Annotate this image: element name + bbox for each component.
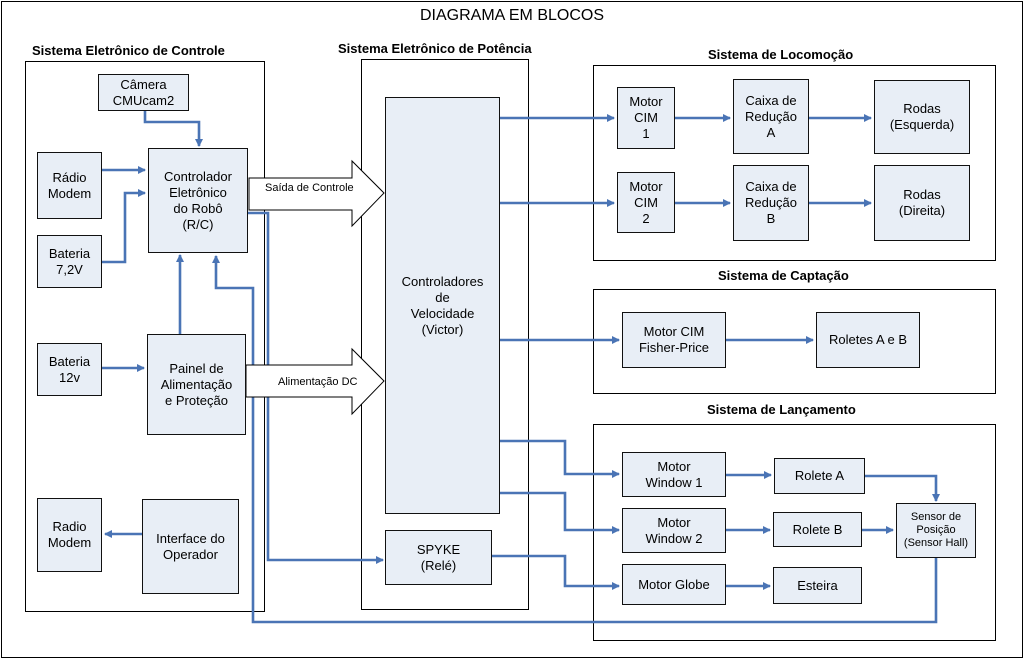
fat-arrow-saida-controle xyxy=(248,159,385,228)
block-controladores-velocidade: Controladores de Velocidade (Victor) xyxy=(385,97,500,514)
fat-arrow-alimentacao-dc xyxy=(245,347,385,416)
wire-sensor-feedback xyxy=(212,255,938,624)
block-interface-operador: Interface do Operador xyxy=(142,499,239,594)
section-title-locomocao: Sistema de Locomoção xyxy=(708,47,854,62)
block-radio-modem-in: Rádio Modem xyxy=(37,152,102,219)
wire-camera-controlador xyxy=(143,111,203,147)
block-rodas-esquerda: Rodas (Esquerda) xyxy=(874,80,970,154)
block-esteira: Esteira xyxy=(773,567,862,604)
block-sensor-posicao: Sensor de Posição (Sensor Hall) xyxy=(896,503,976,558)
block-camera: Câmera CMUcam2 xyxy=(98,74,189,111)
block-motor-window-1: Motor Window 1 xyxy=(622,452,726,497)
block-rodas-direita: Rodas (Direita) xyxy=(874,165,970,241)
block-bateria-12v: Bateria 12v xyxy=(37,343,102,396)
block-spyke: SPYKE (Relé) xyxy=(385,530,492,585)
block-motor-cim-1: Motor CIM 1 xyxy=(617,87,675,149)
wire-roletea-sensor xyxy=(865,474,940,502)
wire-victor-window2 xyxy=(500,491,620,534)
block-motor-cim-2: Motor CIM 2 xyxy=(617,172,675,233)
wire-spyke-globe xyxy=(492,554,620,590)
wire-bateria7-controlador xyxy=(101,189,146,264)
block-caixa-b: Caixa de Redução B xyxy=(733,165,809,241)
wire-victor-window1 xyxy=(500,439,620,478)
block-roletes-ab: Roletes A e B xyxy=(816,312,920,368)
block-motor-window-2: Motor Window 2 xyxy=(622,508,726,553)
section-title-lancamento: Sistema de Lançamento xyxy=(707,402,856,417)
block-controlador-robo: Controlador Eletrônico do Robô (R/C) xyxy=(148,148,248,253)
block-radio-modem-out: Radio Modem xyxy=(37,498,102,572)
block-caixa-a: Caixa de Redução A xyxy=(733,79,809,154)
section-title-potencia: Sistema Eletrônico de Potência xyxy=(338,41,532,56)
block-bateria-7v: Bateria 7,2V xyxy=(37,235,102,288)
diagram-title: DIAGRAMA EM BLOCOS xyxy=(419,7,605,24)
block-rolete-a: Rolete A xyxy=(774,458,865,494)
block-painel: Painel de Alimentação e Proteção xyxy=(147,334,246,435)
section-title-controle: Sistema Eletrônico de Controle xyxy=(32,43,225,58)
label-alimentacao-dc: Alimentação DC xyxy=(278,376,358,388)
block-motor-fisher-price: Motor CIM Fisher-Price xyxy=(622,312,726,368)
section-title-captacao: Sistema de Captação xyxy=(718,268,849,283)
label-saida-controle: Saída de Controle xyxy=(265,182,354,194)
block-rolete-b: Rolete B xyxy=(773,512,862,547)
block-motor-globe: Motor Globe xyxy=(622,564,726,605)
